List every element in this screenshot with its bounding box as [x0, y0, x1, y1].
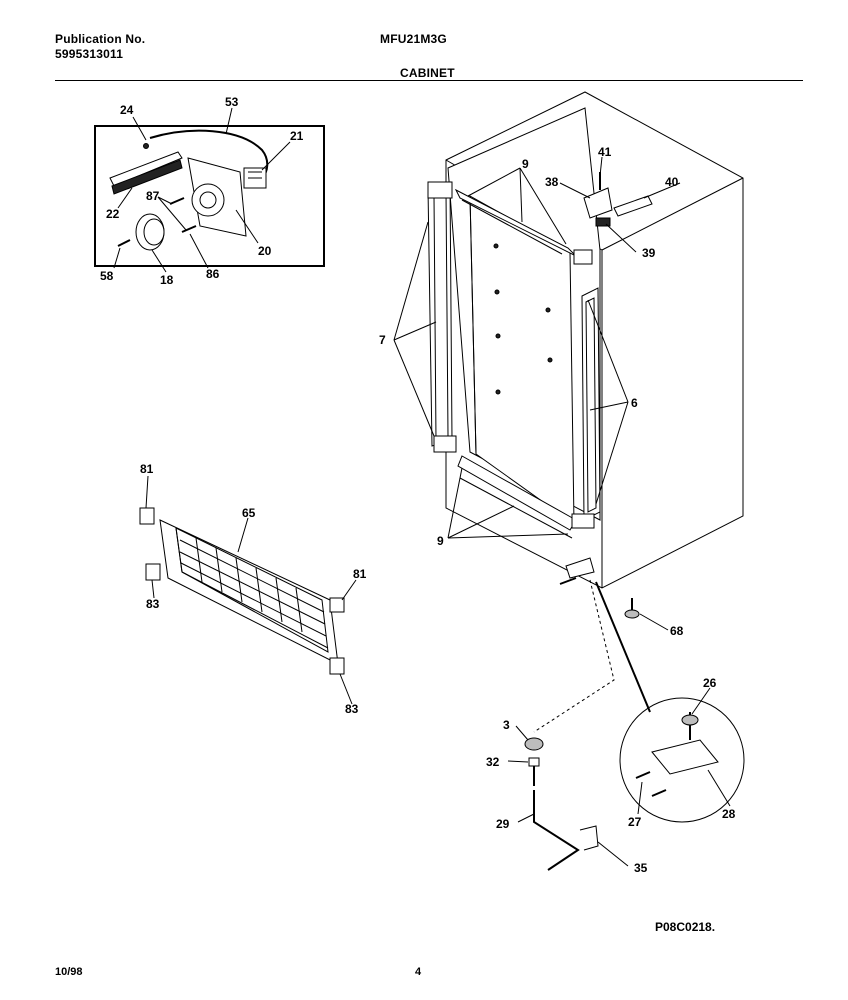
callout-39: 39: [642, 246, 656, 260]
light-assembly-inset: [94, 107, 325, 273]
callout-18: 18: [160, 273, 174, 287]
section-title: CABINET: [400, 66, 455, 80]
callout-21: 21: [290, 129, 304, 143]
callout-81-upper: 81: [140, 462, 154, 476]
publication-number: 5995313011: [55, 47, 124, 61]
leveling-leg: [624, 598, 640, 619]
figure-code: P08C0218.: [655, 920, 716, 934]
publication-label: Publication No.: [55, 32, 146, 46]
callout-65: 65: [242, 506, 256, 520]
bottom-hinge-small: [559, 557, 595, 585]
callout-53: 53: [225, 95, 239, 109]
callout-22: 22: [106, 207, 120, 221]
callout-40: 40: [665, 175, 679, 189]
callout-87: 87: [146, 189, 160, 203]
callout-9-top: 9: [522, 157, 529, 171]
shelf-supports: [139, 507, 345, 675]
callout-41: 41: [598, 145, 612, 159]
footer-page: 4: [415, 966, 422, 978]
hinge-detail-circle: [619, 697, 745, 823]
cabinet-body: [427, 91, 744, 589]
model-number: MFU21M3G: [380, 32, 447, 46]
callout-20: 20: [258, 244, 272, 258]
callout-83-lower: 83: [345, 702, 359, 716]
header-rule: [55, 80, 803, 81]
callout-3: 3: [503, 718, 510, 732]
callout-27: 27: [628, 815, 642, 829]
callout-35: 35: [634, 861, 648, 875]
callout-28: 28: [722, 807, 736, 821]
callout-83-upper: 83: [146, 597, 160, 611]
callout-86: 86: [206, 267, 220, 281]
callout-68: 68: [670, 624, 684, 638]
callout-26: 26: [703, 676, 717, 690]
callout-7: 7: [379, 333, 386, 347]
callout-32: 32: [486, 755, 500, 769]
wire-shelf: [159, 519, 339, 665]
top-hinge: [583, 172, 653, 227]
callout-24: 24: [120, 103, 134, 117]
callout-29: 29: [496, 817, 510, 831]
footer-date: 10/98: [55, 966, 83, 978]
callout-58: 58: [100, 269, 114, 283]
drain-parts: [524, 737, 599, 871]
callout-9-bottom: 9: [437, 534, 444, 548]
callout-38: 38: [545, 175, 559, 189]
callout-6: 6: [631, 396, 638, 410]
callout-81-lower: 81: [353, 567, 367, 581]
